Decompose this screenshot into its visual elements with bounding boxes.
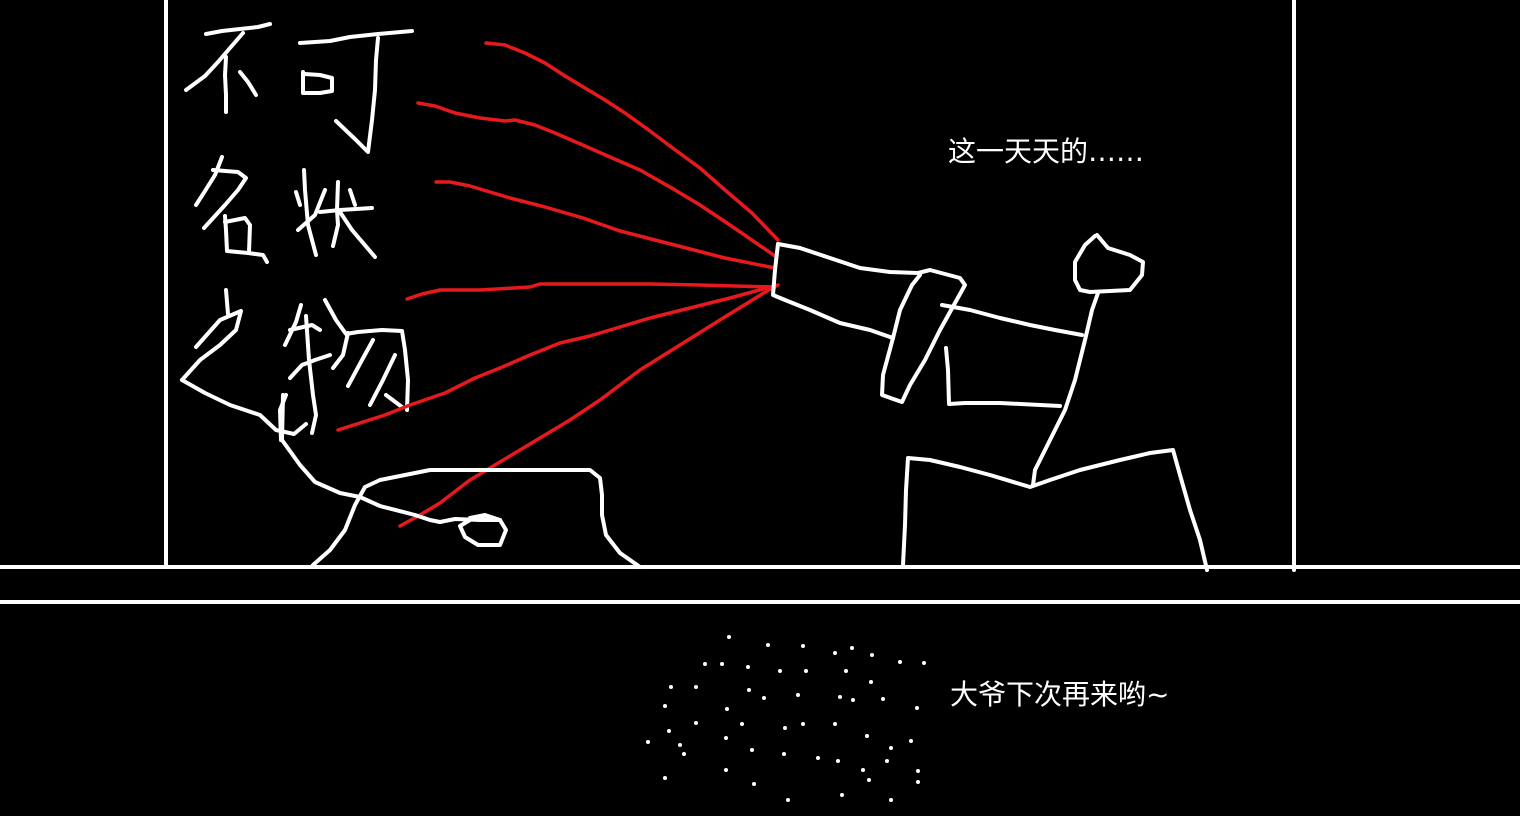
- stick-figure: [771, 233, 1209, 572]
- dust-dot: [885, 759, 889, 763]
- dust-dot: [844, 669, 848, 673]
- dust-dot: [870, 653, 874, 657]
- dust-dot: [889, 798, 893, 802]
- char-ke: [298, 29, 414, 154]
- dust-dot: [865, 734, 869, 738]
- char-zhuang: [294, 168, 377, 259]
- dust-dot: [747, 688, 751, 692]
- dust-dot: [916, 780, 920, 784]
- oval-blob: [458, 513, 508, 547]
- dust-dot: [663, 776, 667, 780]
- dust-dot: [833, 651, 837, 655]
- megaphone-body: [771, 242, 895, 340]
- dust-dot: [861, 768, 865, 772]
- body-line: [1031, 291, 1100, 487]
- dust-dot: [694, 685, 698, 689]
- mound-machine: [280, 393, 642, 569]
- dust-dot: [833, 722, 837, 726]
- dust-dot: [881, 697, 885, 701]
- dust-dot: [838, 695, 842, 699]
- char-zhi: [180, 288, 308, 436]
- dust-dot: [869, 680, 873, 684]
- head: [1073, 233, 1145, 294]
- dust-dot: [889, 746, 893, 750]
- dust-dot: [801, 722, 805, 726]
- dust-dot: [915, 706, 919, 710]
- caption-top: 这一天天的……: [948, 135, 1145, 168]
- dust-dot: [752, 782, 756, 786]
- dust-dot: [851, 698, 855, 702]
- char-ming: [194, 155, 269, 264]
- dust-dot: [786, 798, 790, 802]
- char-wu: [278, 298, 410, 442]
- mound-outline: [311, 468, 642, 569]
- dust-dot: [898, 660, 902, 664]
- dust-dot: [909, 739, 913, 743]
- dust-dot: [703, 662, 707, 666]
- chair-seat: [901, 448, 1209, 572]
- dust-dot: [778, 669, 782, 673]
- dust-dot: [724, 736, 728, 740]
- ray-5: [336, 283, 780, 432]
- dust-dot: [669, 685, 673, 689]
- ray-4: [405, 282, 777, 301]
- handwritten-text: [180, 22, 414, 442]
- dust-dot: [836, 759, 840, 763]
- dust-dot: [667, 729, 671, 733]
- dust-dot: [727, 635, 731, 639]
- ray-2: [416, 101, 777, 258]
- dust-dot: [916, 769, 920, 773]
- dust-dot: [840, 793, 844, 797]
- dust-dot: [816, 756, 820, 760]
- ray-1: [484, 41, 780, 242]
- hand-shape: [880, 268, 967, 404]
- dust-dot: [724, 768, 728, 772]
- dust-dot: [646, 740, 650, 744]
- dust-dot: [682, 752, 686, 756]
- lower-arm: [944, 346, 1062, 408]
- red-rays: [336, 41, 780, 528]
- dust-dot: [694, 721, 698, 725]
- dust-dot: [725, 707, 729, 711]
- dust-dot: [766, 643, 770, 647]
- dust-dot: [762, 696, 766, 700]
- dust-dot: [746, 665, 750, 669]
- dust-dot: [804, 669, 808, 673]
- tube-line: [280, 393, 502, 524]
- dust-dot: [796, 693, 800, 697]
- dust-dot: [801, 644, 805, 648]
- ray-3: [434, 180, 777, 270]
- dust-dot: [782, 752, 786, 756]
- dust-dot: [678, 743, 682, 747]
- ray-6: [398, 284, 777, 528]
- dust-dot: [867, 778, 871, 782]
- caption-bottom: 大爷下次再来哟~: [950, 678, 1170, 711]
- dust-dot: [922, 661, 926, 665]
- megaphone-top: [776, 242, 920, 275]
- dust-dot: [720, 662, 724, 666]
- char-bu: [184, 22, 272, 114]
- dust-cloud: [646, 635, 926, 802]
- arm-line: [940, 303, 1084, 337]
- dust-dot: [663, 704, 667, 708]
- dust-dot: [783, 726, 787, 730]
- dust-dot: [750, 748, 754, 752]
- dust-dot: [850, 646, 854, 650]
- dust-dot: [740, 722, 744, 726]
- frame-lines: [0, 0, 1520, 604]
